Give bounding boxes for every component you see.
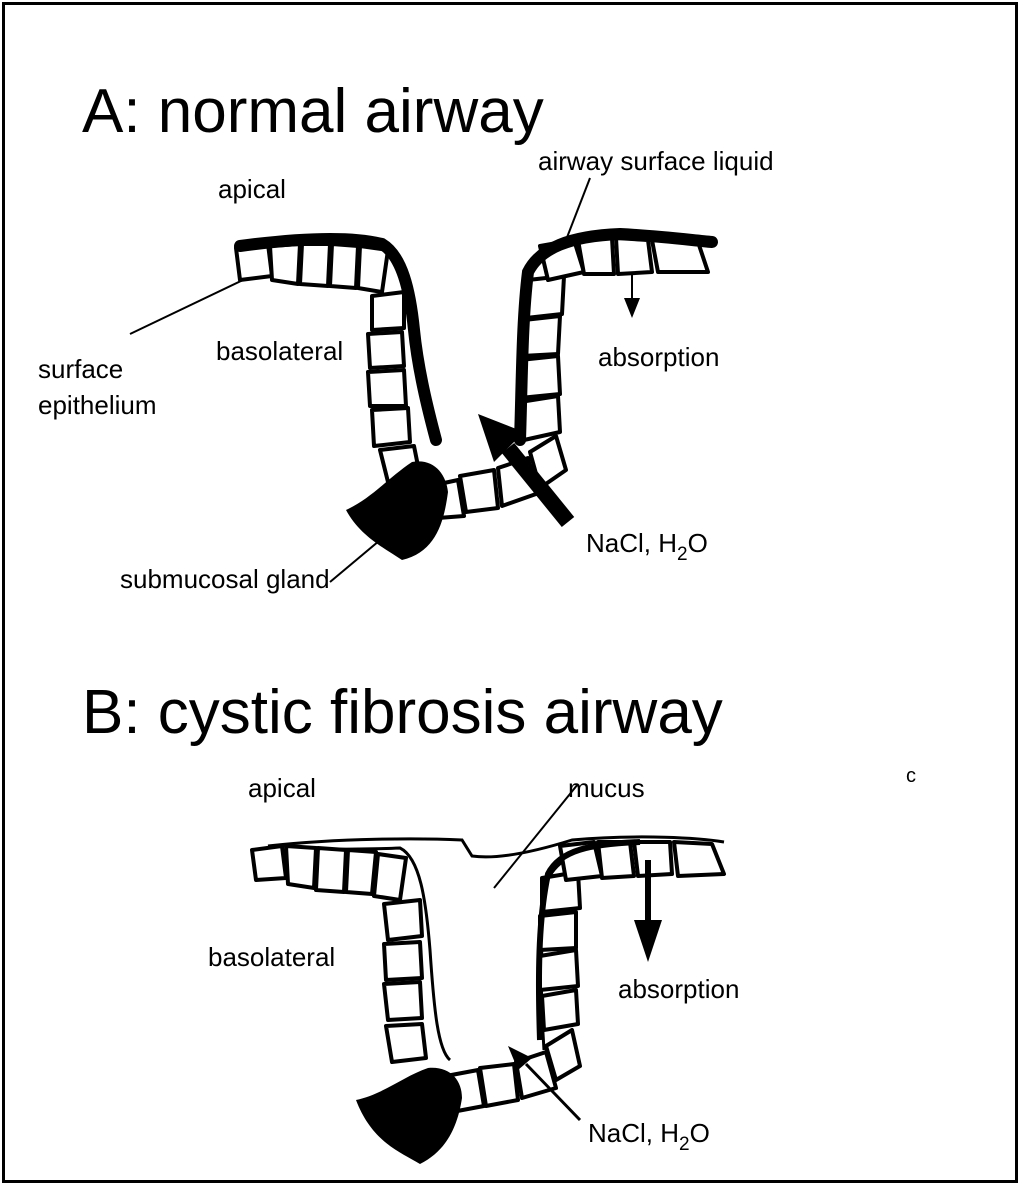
panel-b-apical-label: apical [248,773,316,803]
panel-a: A: normal airway apical airway surface l… [38,77,774,594]
panel-a-absorption-label: absorption [598,342,719,372]
panel-a-epithelium-label: epithelium [38,390,157,420]
panel-b-secretion-label: NaCl, H2O [588,1118,710,1155]
panel-a-apical-label: apical [218,174,286,204]
panel-b-title: B: cystic fibrosis airway [82,678,723,747]
panel-a-basolateral-label: basolateral [216,336,343,366]
panel-b-submucosal-gland [356,1068,462,1164]
panel-b-absorption-arrowhead [634,920,662,962]
panel-b-mucus-label: mucus [568,773,645,803]
panel-a-submucosal-gland [346,461,448,560]
panel-b-absorption-label: absorption [618,974,739,1004]
panel-a-asl-leader [566,178,590,240]
panel-a-surface-label: surface [38,354,123,384]
panel-b-stray-mark: c [906,765,916,787]
panel-a-gland-label: submucosal gland [120,564,330,594]
panel-a-asl-label: airway surface liquid [538,146,774,176]
panel-a-secretion-label: NaCl, H2O [586,528,708,565]
panel-b: B: cystic fibrosis airway c apical mucus… [82,678,916,1164]
panel-a-bottom-cells [430,238,708,518]
panel-a-title: A: normal airway [82,77,544,146]
panel-b-basolateral-label: basolateral [208,942,335,972]
panel-a-absorption-arrowhead [624,298,640,318]
